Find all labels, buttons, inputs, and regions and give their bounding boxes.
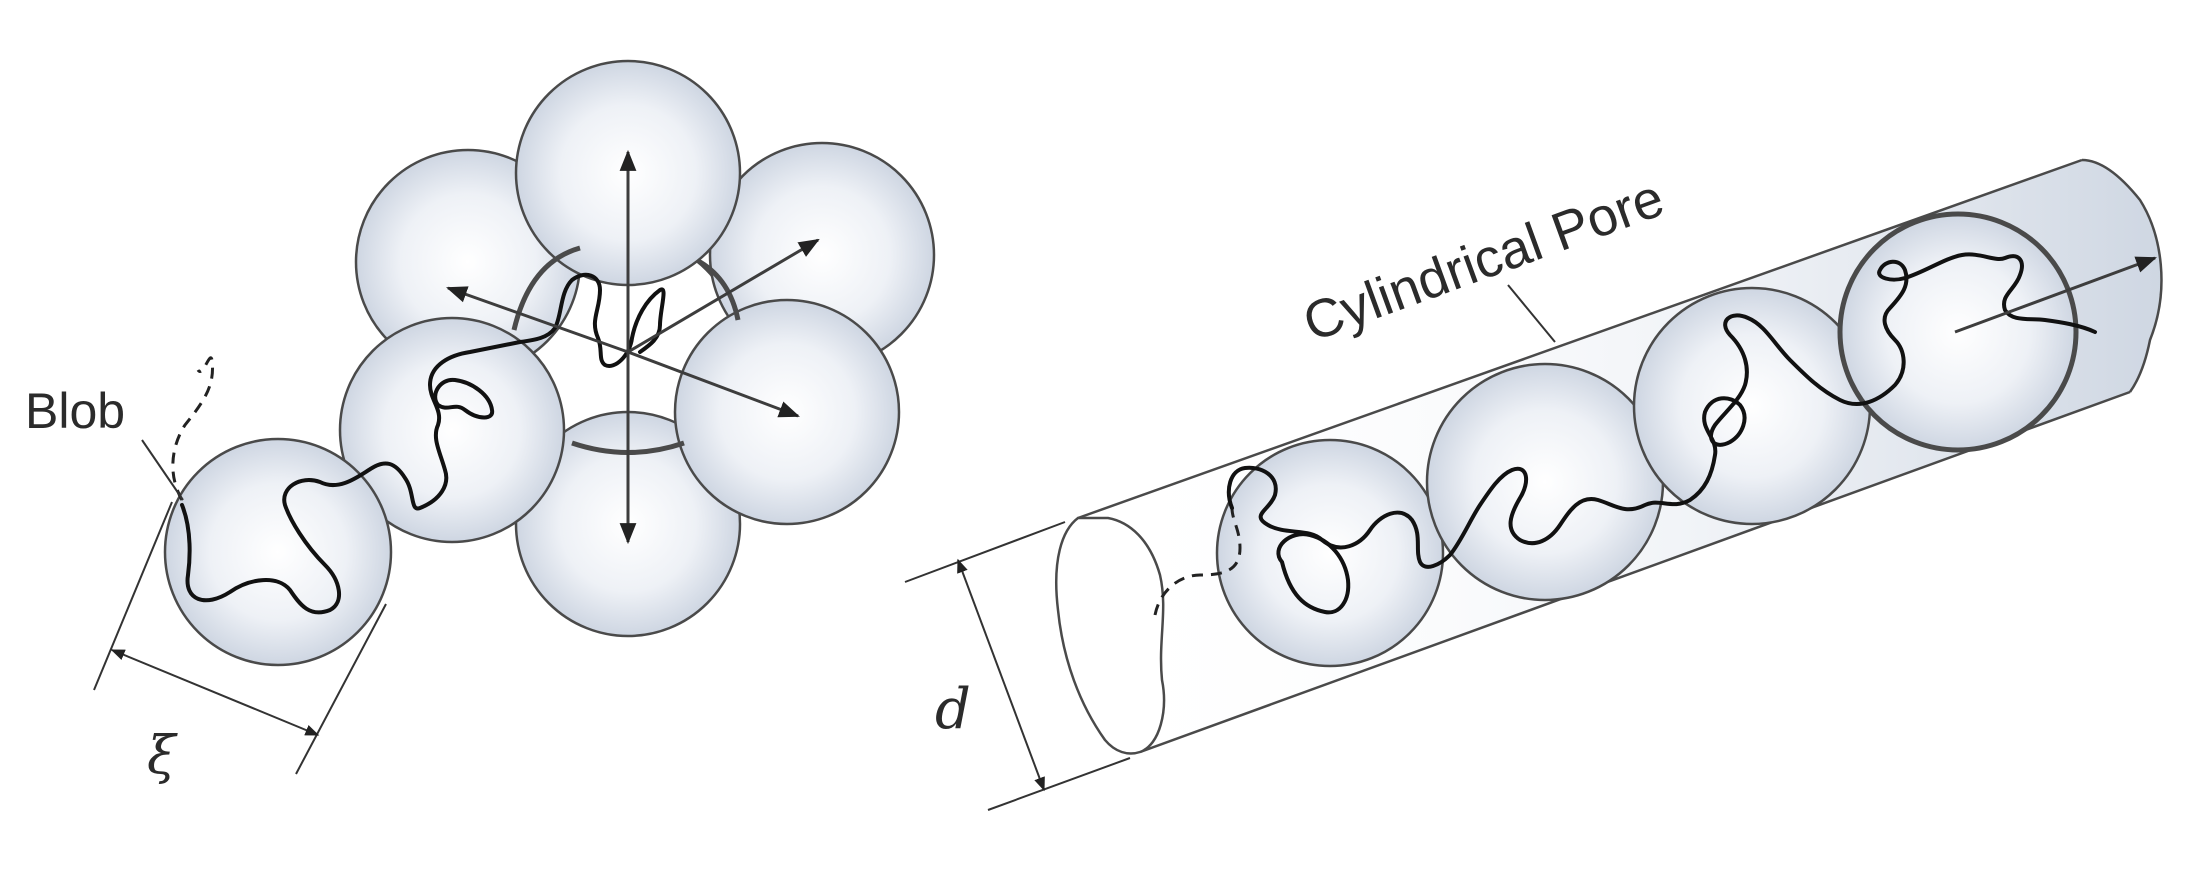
pore-blob-1 bbox=[1215, 438, 1445, 668]
pore-blob-3 bbox=[1632, 286, 1872, 526]
diffusion-arrows-left bbox=[446, 149, 820, 545]
blob-label: Blob bbox=[25, 383, 125, 439]
xi-arrow bbox=[110, 649, 320, 736]
d-label: d bbox=[935, 677, 971, 742]
blob-left bbox=[338, 316, 566, 544]
blob-end bbox=[163, 437, 393, 667]
arrow-lower-right bbox=[627, 350, 800, 418]
central-blob-ring-top-right bbox=[698, 259, 741, 321]
polymer-chain-left bbox=[180, 272, 666, 615]
central-blob-ring-top bbox=[511, 245, 581, 331]
pore-blob-2 bbox=[1425, 362, 1665, 602]
cylindrical-pore bbox=[1055, 158, 2163, 755]
polymer-chain-right bbox=[1226, 252, 2097, 569]
polymer-chain-left-loop bbox=[433, 377, 495, 420]
arrow-upper-left bbox=[446, 286, 629, 354]
pore-far-end bbox=[2081, 158, 2163, 393]
cylindrical-pore-leader bbox=[1507, 284, 1556, 343]
d-dimension bbox=[904, 521, 1131, 811]
pore-diffusion-arrow bbox=[1954, 256, 2157, 334]
arrow-upper-right bbox=[627, 238, 820, 354]
blob-leader-line bbox=[141, 439, 184, 501]
bulk-blob-cluster bbox=[163, 59, 936, 667]
pore-near-end bbox=[1055, 516, 1166, 755]
polymer-chain-right-loop bbox=[1276, 532, 1351, 615]
chain-dashed-end-right bbox=[1153, 507, 1242, 616]
chain-dashed-end-left bbox=[171, 356, 215, 501]
xi-label: ξ bbox=[147, 726, 178, 786]
xi-dimension bbox=[93, 501, 387, 775]
d-arrow bbox=[957, 558, 1045, 792]
